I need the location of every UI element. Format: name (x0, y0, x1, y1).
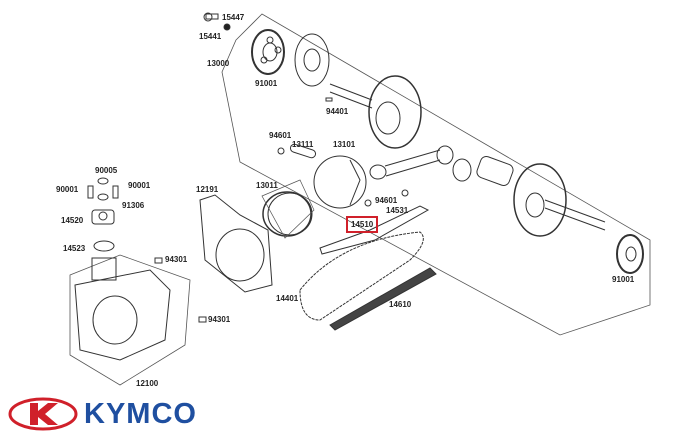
chain-guide-14610 (329, 267, 437, 331)
part-label-highlighted[interactable]: 14510 (346, 216, 379, 233)
bearing-91001-top (251, 29, 285, 75)
bolt-90001-left (87, 185, 94, 199)
bearing-91001-right (616, 234, 644, 274)
part-label[interactable]: 14401 (276, 294, 299, 303)
part-label[interactable]: 91001 (255, 79, 278, 88)
part-label[interactable]: 90001 (128, 181, 151, 190)
cam-chain (299, 231, 424, 321)
part-label[interactable]: 14523 (63, 244, 86, 253)
crankshaft-right (513, 163, 606, 237)
piston (313, 155, 367, 209)
connecting-rod (369, 145, 454, 180)
dowel-94301-b (198, 316, 207, 323)
part-label[interactable]: 91001 (612, 275, 635, 284)
bolt-14531 (401, 189, 409, 197)
piston-rings (261, 179, 315, 239)
bolt-90005 (97, 177, 109, 185)
brand-name: KYMCO (84, 397, 197, 430)
part-label[interactable]: 14610 (389, 300, 412, 309)
piston-pin (289, 143, 317, 159)
part-label[interactable]: 13101 (333, 140, 356, 149)
part-label[interactable]: 13111 (292, 140, 314, 149)
part-label[interactable]: 14531 (386, 206, 409, 215)
part-label[interactable]: 90005 (95, 166, 118, 175)
dowel-94301-a (154, 257, 163, 264)
crankshaft (329, 75, 422, 149)
part-label[interactable]: 91306 (122, 201, 145, 210)
part-label[interactable]: 13000 (207, 59, 230, 68)
part-label[interactable]: 94301 (208, 315, 231, 324)
part-label[interactable]: 12100 (136, 379, 159, 388)
crankshaft-group-outline (221, 13, 651, 336)
crank-pin (452, 156, 514, 186)
tensioner-guide-14510 (319, 205, 430, 255)
cylinder-gasket (199, 194, 273, 293)
part-label[interactable]: 15447 (222, 13, 245, 22)
part-label[interactable]: 90001 (56, 185, 79, 194)
part-label[interactable]: 14520 (61, 216, 84, 225)
part-label[interactable]: 12191 (196, 185, 219, 194)
part-label[interactable]: 94401 (326, 107, 349, 116)
washer-15447 (223, 23, 231, 31)
cylinder-12100 (69, 254, 191, 386)
circlip-94601 (277, 147, 285, 155)
kymco-logo: KYMCO (8, 397, 197, 431)
woodruff-key (325, 97, 333, 102)
circlip-94601-b (364, 199, 372, 207)
part-label[interactable]: 94601 (375, 196, 398, 205)
part-label[interactable]: 94601 (269, 131, 292, 140)
tensioner-14520 (91, 209, 115, 225)
oil-seal (294, 33, 330, 87)
part-label[interactable]: 94301 (165, 255, 188, 264)
gasket-14523 (93, 240, 115, 252)
bolt-90001-right (112, 185, 119, 199)
bolt-15441 (203, 12, 219, 22)
part-label[interactable]: 15441 (199, 32, 222, 41)
kymco-emblem-icon (8, 397, 78, 431)
part-label[interactable]: 13011 (256, 181, 278, 190)
washer-91306 (97, 193, 109, 201)
